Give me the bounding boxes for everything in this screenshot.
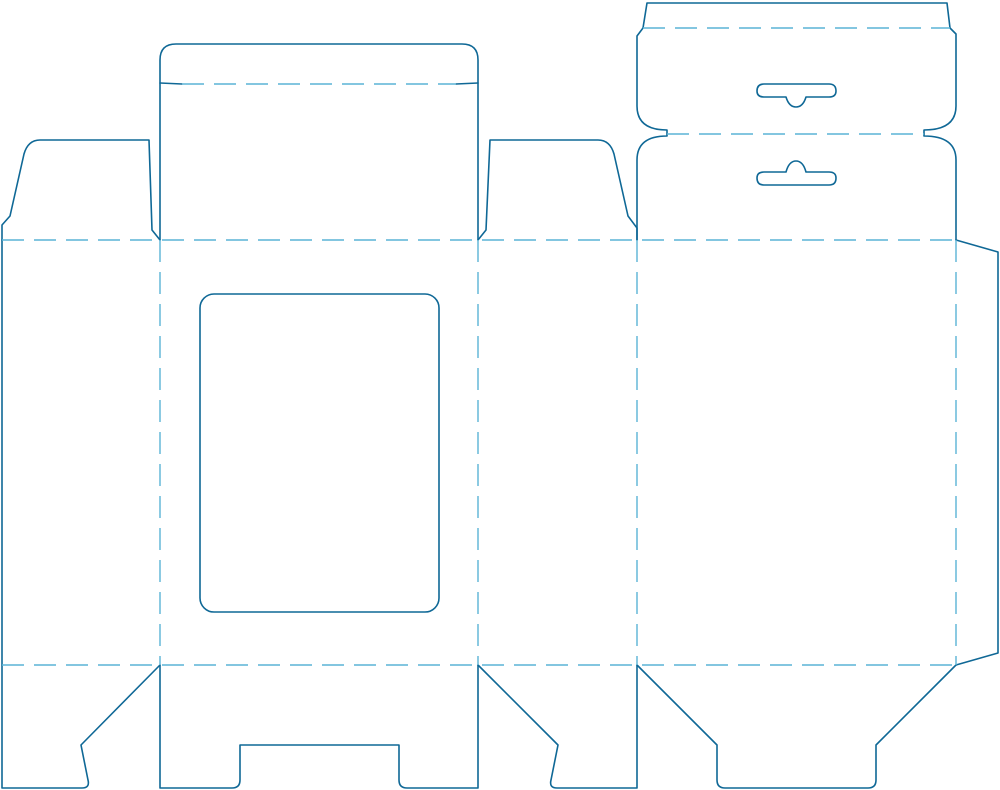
outline-left-edge: [1, 239, 161, 789]
bottom-flap-back: [636, 664, 957, 789]
top-tuck-flap: [159, 43, 479, 241]
hang-tab-header: [636, 2, 957, 241]
top-tuck-slit-right: [455, 82, 479, 85]
fold-lines: [2, 27, 957, 666]
glue-flap: [955, 239, 999, 666]
top-tuck-slit-left: [159, 82, 183, 85]
window-cutout: [199, 293, 440, 613]
bottom-flap-side-right: [477, 664, 638, 789]
hang-slot-lower: [756, 160, 837, 186]
top-dust-flap-right: [477, 139, 638, 241]
bottom-flap-front: [159, 664, 479, 789]
hang-slot-upper: [756, 83, 837, 108]
outline-left-panel: [1, 139, 161, 241]
